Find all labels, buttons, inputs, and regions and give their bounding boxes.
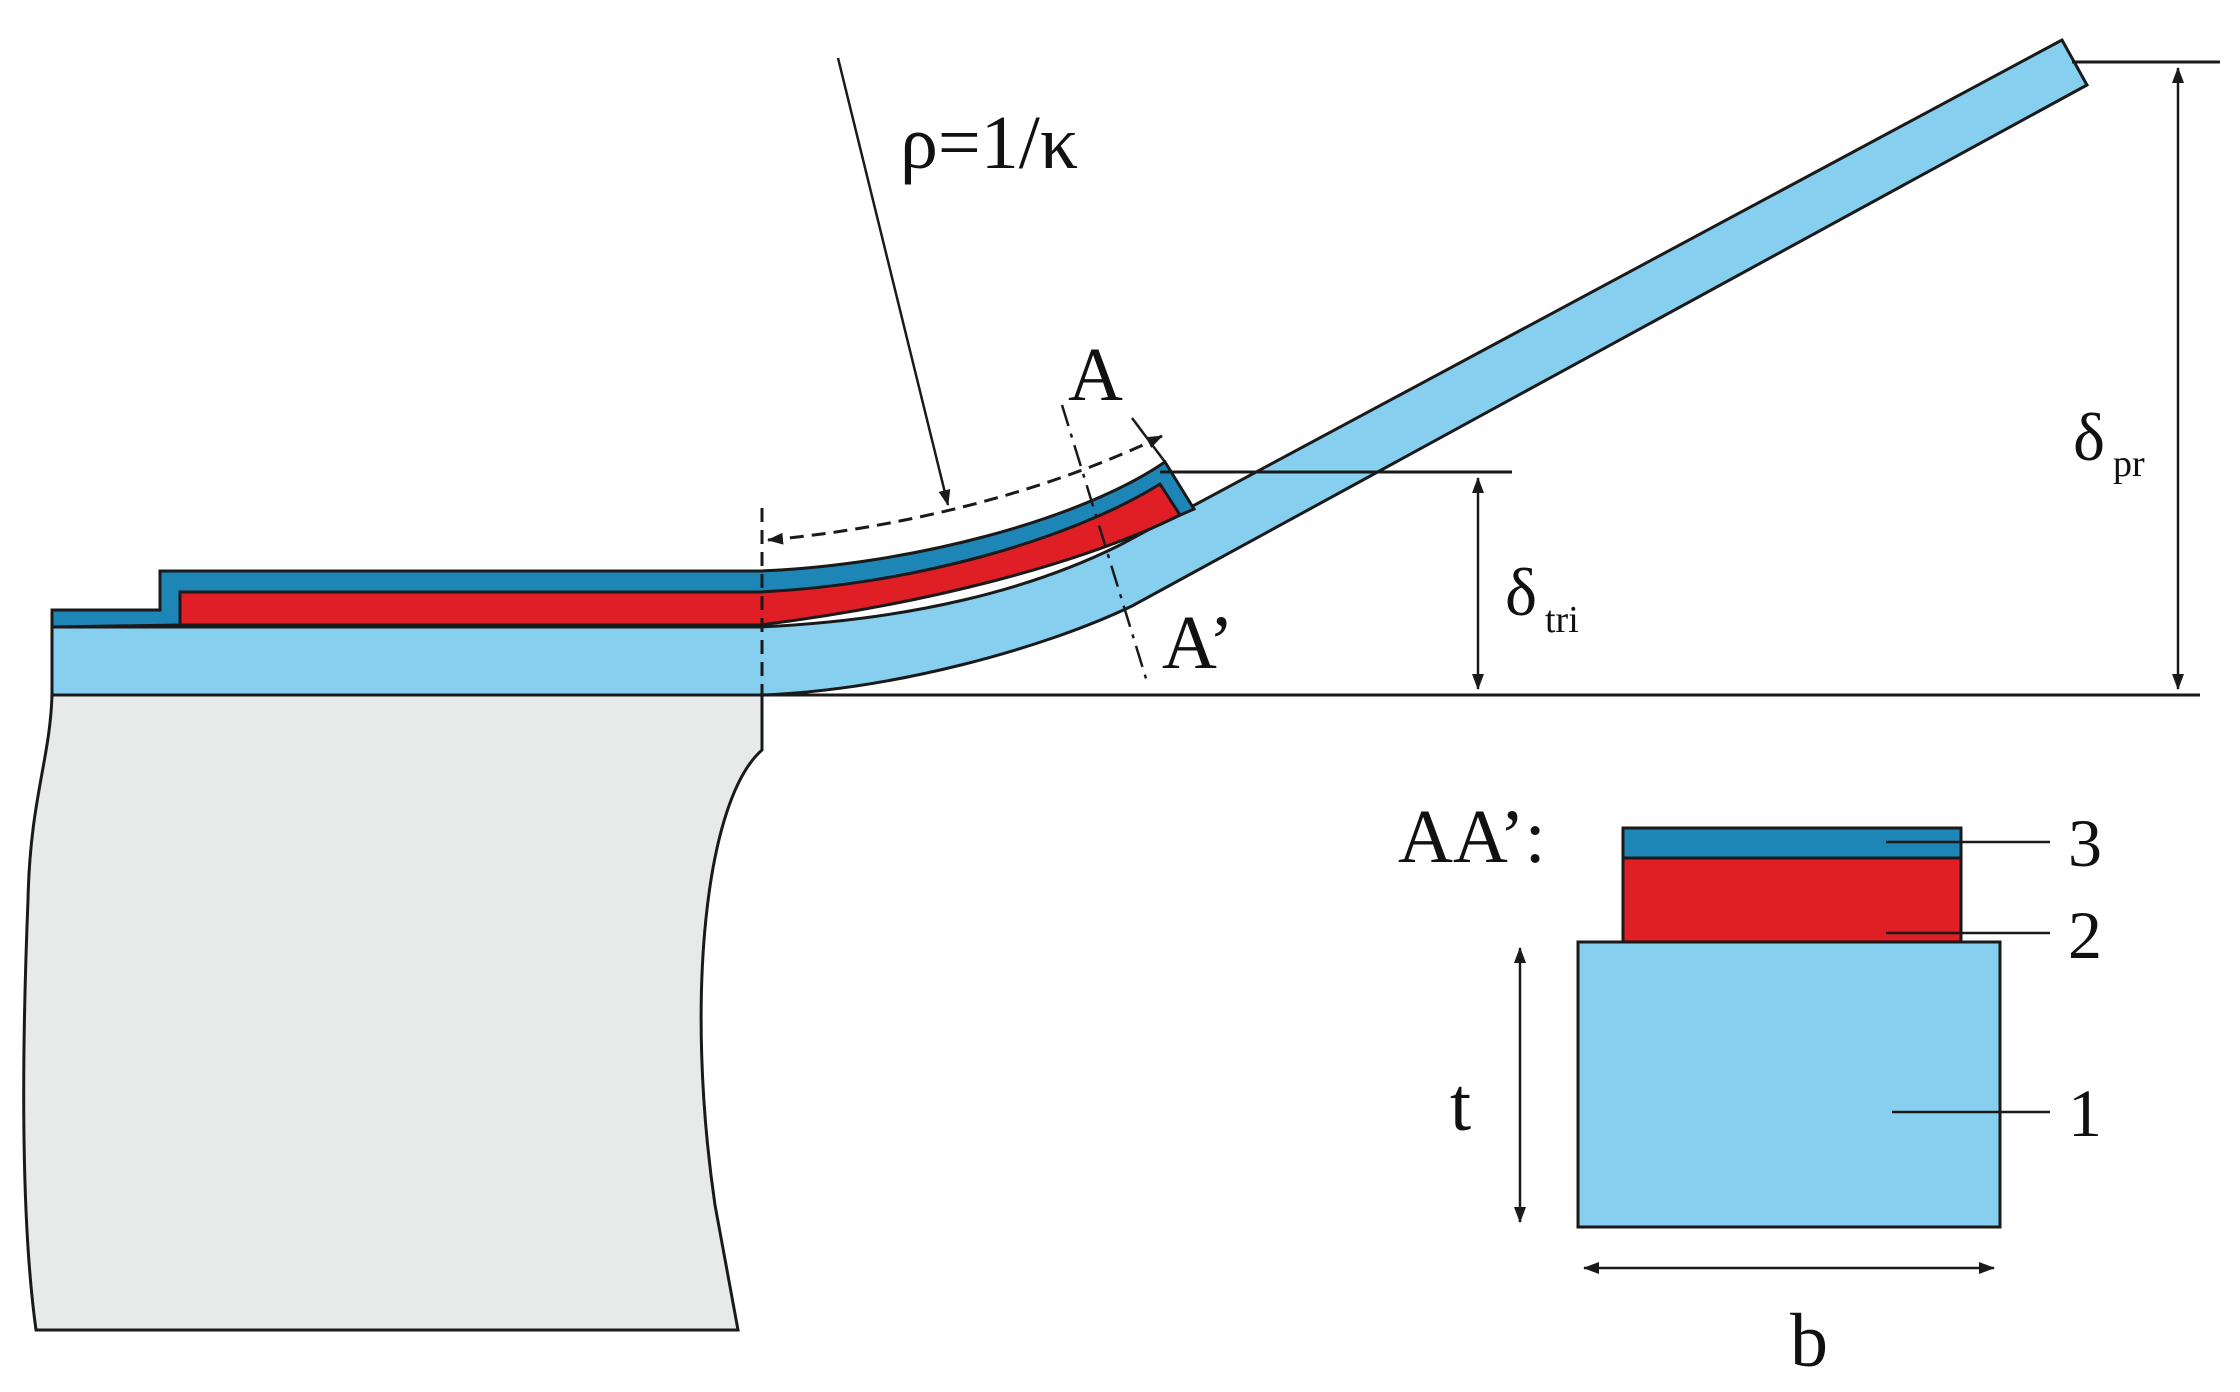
cross-section-middle-layer <box>1621 856 1963 944</box>
delta-tri-subscript: tri <box>1545 599 1579 641</box>
section-a-label: A <box>1068 333 1123 417</box>
layer-2-number: 2 <box>2068 897 2102 973</box>
section-line-tick <box>1131 417 1166 463</box>
thickness-label: t <box>1450 1063 1471 1147</box>
cross-section-substrate <box>1576 940 2002 1229</box>
delta-tri-symbol: δ <box>1505 554 1537 630</box>
delta-pr-symbol: δ <box>2073 399 2105 475</box>
layer-3-number: 3 <box>2068 805 2102 881</box>
layer-1-number: 1 <box>2068 1075 2102 1151</box>
radius-pointer-arrow <box>836 57 951 506</box>
radius-label: ρ=1/κ <box>900 101 1078 185</box>
clamp-support <box>22 693 764 1332</box>
section-a-prime-label: A’ <box>1162 601 1234 685</box>
delta-pr-subscript: pr <box>2113 443 2145 485</box>
cross-section-title: AA’: <box>1398 795 1546 879</box>
substrate-layer <box>50 37 2090 697</box>
curvature-arc-arrow <box>767 434 1163 545</box>
width-label: b <box>1790 1299 1828 1383</box>
middle-layer <box>178 481 1183 627</box>
